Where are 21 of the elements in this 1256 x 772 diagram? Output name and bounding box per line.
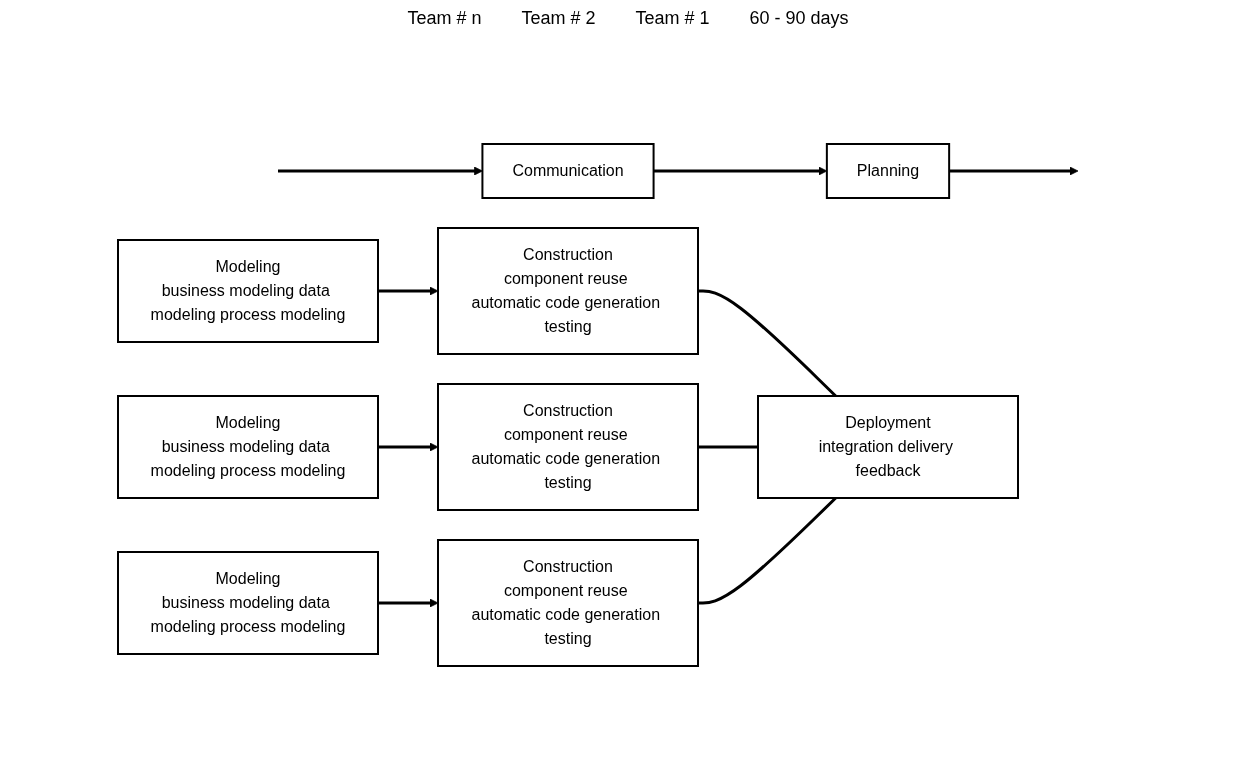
arrow [378, 598, 439, 607]
arrow [378, 442, 439, 451]
text-label: Team # n [407, 8, 482, 29]
text-label: 60 - 90 days [749, 8, 849, 29]
text-label: Team # 1 [635, 8, 710, 29]
connector [698, 496, 837, 604]
node-box: Planning [825, 142, 951, 199]
node-box: Communication [481, 142, 655, 199]
arrow [278, 166, 483, 175]
arrow [378, 286, 439, 295]
text-label: Team # 2 [521, 8, 596, 29]
connector [698, 289, 837, 397]
arrow [949, 166, 1079, 175]
node-box: Deployment integration delivery feedback [757, 394, 1019, 499]
node-box: Construction component reuse automatic code generation testing [437, 382, 699, 511]
node-box: Modeling business modeling data modeling process modeling [117, 550, 379, 655]
connector [698, 445, 758, 448]
node-box: Construction component reuse automatic code generation testing [437, 538, 699, 667]
node-box: Construction component reuse automatic code generation testing [437, 226, 699, 355]
node-box: Modeling business modeling data modeling process modeling [117, 238, 379, 343]
node-box: Modeling business modeling data modeling process modeling [117, 394, 379, 499]
